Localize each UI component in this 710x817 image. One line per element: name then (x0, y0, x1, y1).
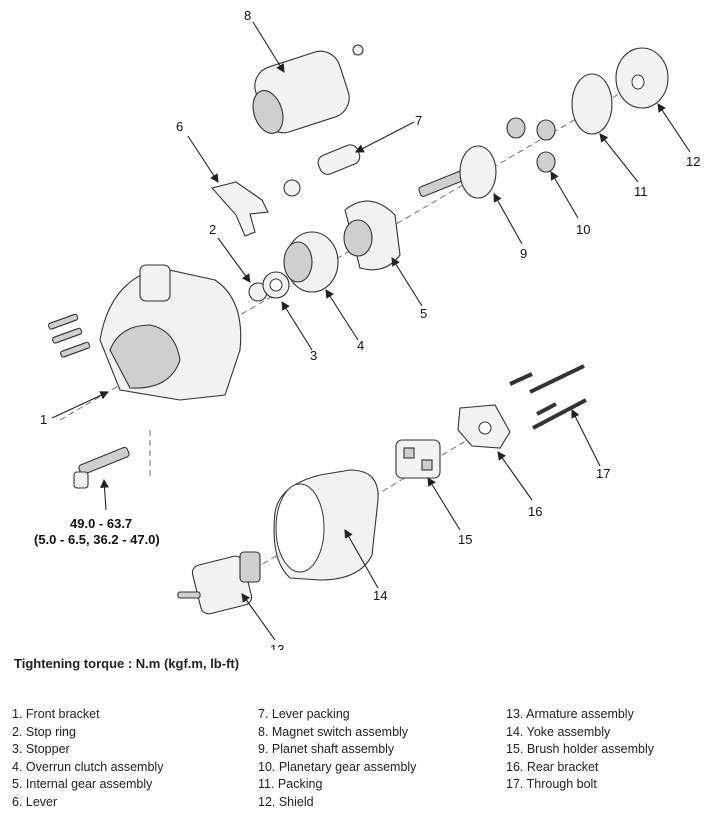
legend-item: 1. Front bracket (12, 707, 100, 721)
callout-9: 9 (520, 246, 527, 261)
leader-16 (497, 451, 533, 501)
callout-13: 13 (270, 642, 284, 650)
yoke-part (273, 469, 379, 581)
lever-part (210, 181, 269, 237)
magnet-switch-part (252, 44, 364, 134)
planetary-gears-part (506, 117, 556, 173)
legend-item: 2. Stop ring (12, 724, 76, 739)
brush-holder-part (395, 439, 441, 479)
callout-4: 4 (357, 338, 364, 353)
leader-4 (325, 289, 359, 341)
shield-part (615, 47, 669, 109)
packing-part (571, 73, 613, 135)
legend-item: 15. Brush holder assembly (506, 742, 654, 757)
legend-item: 4. Overrun clutch assembly (12, 759, 164, 774)
leader-13 (241, 593, 276, 641)
callout-16: 16 (528, 504, 542, 519)
leader-15 (427, 477, 461, 531)
through-bolts-part (509, 364, 587, 430)
legend-item: 11. Packing (258, 777, 323, 792)
callout-15: 15 (458, 532, 472, 547)
mounting-bolt (73, 446, 130, 489)
leader-14 (344, 529, 379, 589)
leader-torque (100, 478, 109, 511)
callout-7: 7 (415, 113, 422, 128)
leader-5 (391, 257, 423, 307)
planet-shaft-part (418, 145, 497, 199)
legend-item: 10. Planetary gear assembly (258, 759, 417, 774)
armature-part (177, 551, 261, 615)
leader-9 (493, 193, 523, 245)
callout-11: 11 (634, 184, 648, 199)
leader-8 (252, 21, 285, 73)
legend-item: 12. Shield (258, 794, 314, 809)
callout-2: 2 (209, 222, 216, 237)
leader-12 (657, 103, 691, 153)
callout-12: 12 (686, 154, 700, 169)
leader-1 (51, 391, 109, 419)
leader-7 (355, 121, 415, 153)
callout-14: 14 (373, 588, 387, 603)
callout-3: 3 (310, 348, 317, 363)
rear-bracket-part (457, 404, 511, 449)
legend-column-1: 1. Front bracket 2. Stop ring 3. Stopper… (12, 706, 163, 812)
leader-2 (217, 237, 251, 283)
legend-item: 6. Lever (12, 794, 58, 809)
callout-6: 6 (176, 119, 183, 134)
callout-10: 10 (576, 222, 590, 237)
legend-item: 5. Internal gear assembly (12, 777, 153, 792)
front-bracket-bolts (48, 313, 91, 358)
legend-item: 16. Rear bracket (506, 759, 599, 774)
legend-item: 9. Planet shaft assembly (258, 742, 395, 757)
legend-column-3: 13. Armature assembly 14. Yoke assembly … (506, 706, 654, 794)
leader-3 (281, 301, 313, 351)
torque-heading: Tightening torque : N.m (kgf.m, lb-ft) (14, 656, 240, 671)
legend-item: 8. Magnet switch assembly (258, 724, 409, 739)
internal-gear-part (343, 200, 401, 271)
stopper-part (262, 271, 290, 299)
lever-packing-part (283, 144, 361, 197)
callout-5: 5 (420, 306, 427, 321)
legend-item: 14. Yoke assembly (506, 724, 611, 739)
exploded-view-diagram: 1 2 3 4 5 6 7 8 9 10 11 12 13 14 15 16 1… (34, 8, 700, 650)
torque-value-nm: 49.0 - 63.7 (70, 516, 132, 531)
overrun-clutch-part (283, 231, 339, 293)
legend-item: 3. Stopper (12, 742, 70, 757)
callout-1: 1 (40, 412, 47, 427)
leader-17 (571, 409, 601, 467)
legend-item: 17. Through bolt (506, 777, 597, 792)
leader-6 (187, 135, 219, 183)
torque-value-alt: (5.0 - 6.5, 36.2 - 47.0) (34, 532, 160, 547)
callout-8: 8 (244, 8, 251, 23)
legend-item: 13. Armature assembly (506, 707, 634, 721)
legend-item: 7. Lever packing (258, 707, 350, 721)
front-bracket-part (99, 264, 242, 401)
leader-11 (599, 133, 639, 183)
leader-10 (550, 171, 579, 219)
legend-column-2: 7. Lever packing 8. Magnet switch assemb… (258, 706, 416, 812)
callout-17: 17 (596, 466, 610, 481)
